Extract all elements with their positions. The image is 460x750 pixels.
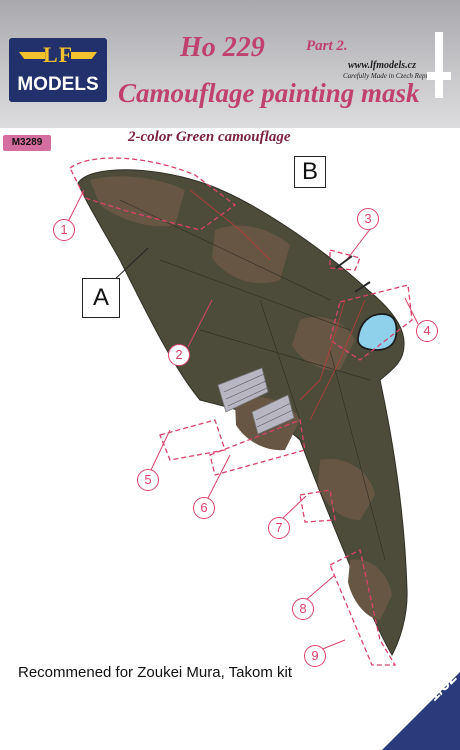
camo-patch [348,559,392,620]
logo-models-text: MODELS [17,74,99,95]
aircraft-illustration [67,157,419,666]
callout-2: 2 [168,344,190,366]
camo-patch [90,176,185,227]
model-title: Ho 229 [180,32,265,63]
view-label-a: A [82,278,120,318]
logo-left-wing-icon [19,52,45,59]
camo-patch [212,225,290,284]
canopy-icon [357,313,398,351]
callout-4: 4 [416,320,438,342]
callout-3: 3 [357,208,379,230]
logo-lf-text: LF [42,42,74,67]
callout-6: 6 [193,497,215,519]
lf-models-logo: LF MODELS [9,38,107,102]
mask-outline-6 [209,419,306,476]
logo-right-wing-icon [71,52,97,59]
flying-wing-body [77,169,408,657]
product-title: Camouflage painting mask [118,78,420,108]
camo-patch [318,459,375,520]
mask-outline-7 [299,489,336,523]
part-label: Part 2. [306,38,348,54]
mask-outline-5 [159,419,226,461]
callout-8: 8 [292,598,314,620]
view-label-b: B [294,156,326,188]
balkenkreuz-icon [427,32,451,98]
camouflage-subtitle: 2-color Green camouflage [128,129,291,145]
callout-7: 7 [268,517,290,539]
header-banner: LF MODELS Ho 229 Part 2. www.lfmodels.cz… [0,0,460,128]
website-text: www.lfmodels.cz [348,60,416,71]
callout-1: 1 [53,219,75,241]
callout-9: 9 [304,645,326,667]
scale-corner: 1/32 scale [382,600,460,750]
mask-outline-4 [329,284,413,361]
kit-recommendation: Recommened for Zoukei Mura, Takom kit [18,664,292,681]
camo-patch [292,316,355,371]
callout-5: 5 [137,469,159,491]
made-in-text: Carefully Made in Czech Republic [343,72,440,80]
product-code-badge: M3289 [3,135,51,151]
mask-outline-8 [329,549,397,666]
mask-outline-1 [69,157,237,231]
